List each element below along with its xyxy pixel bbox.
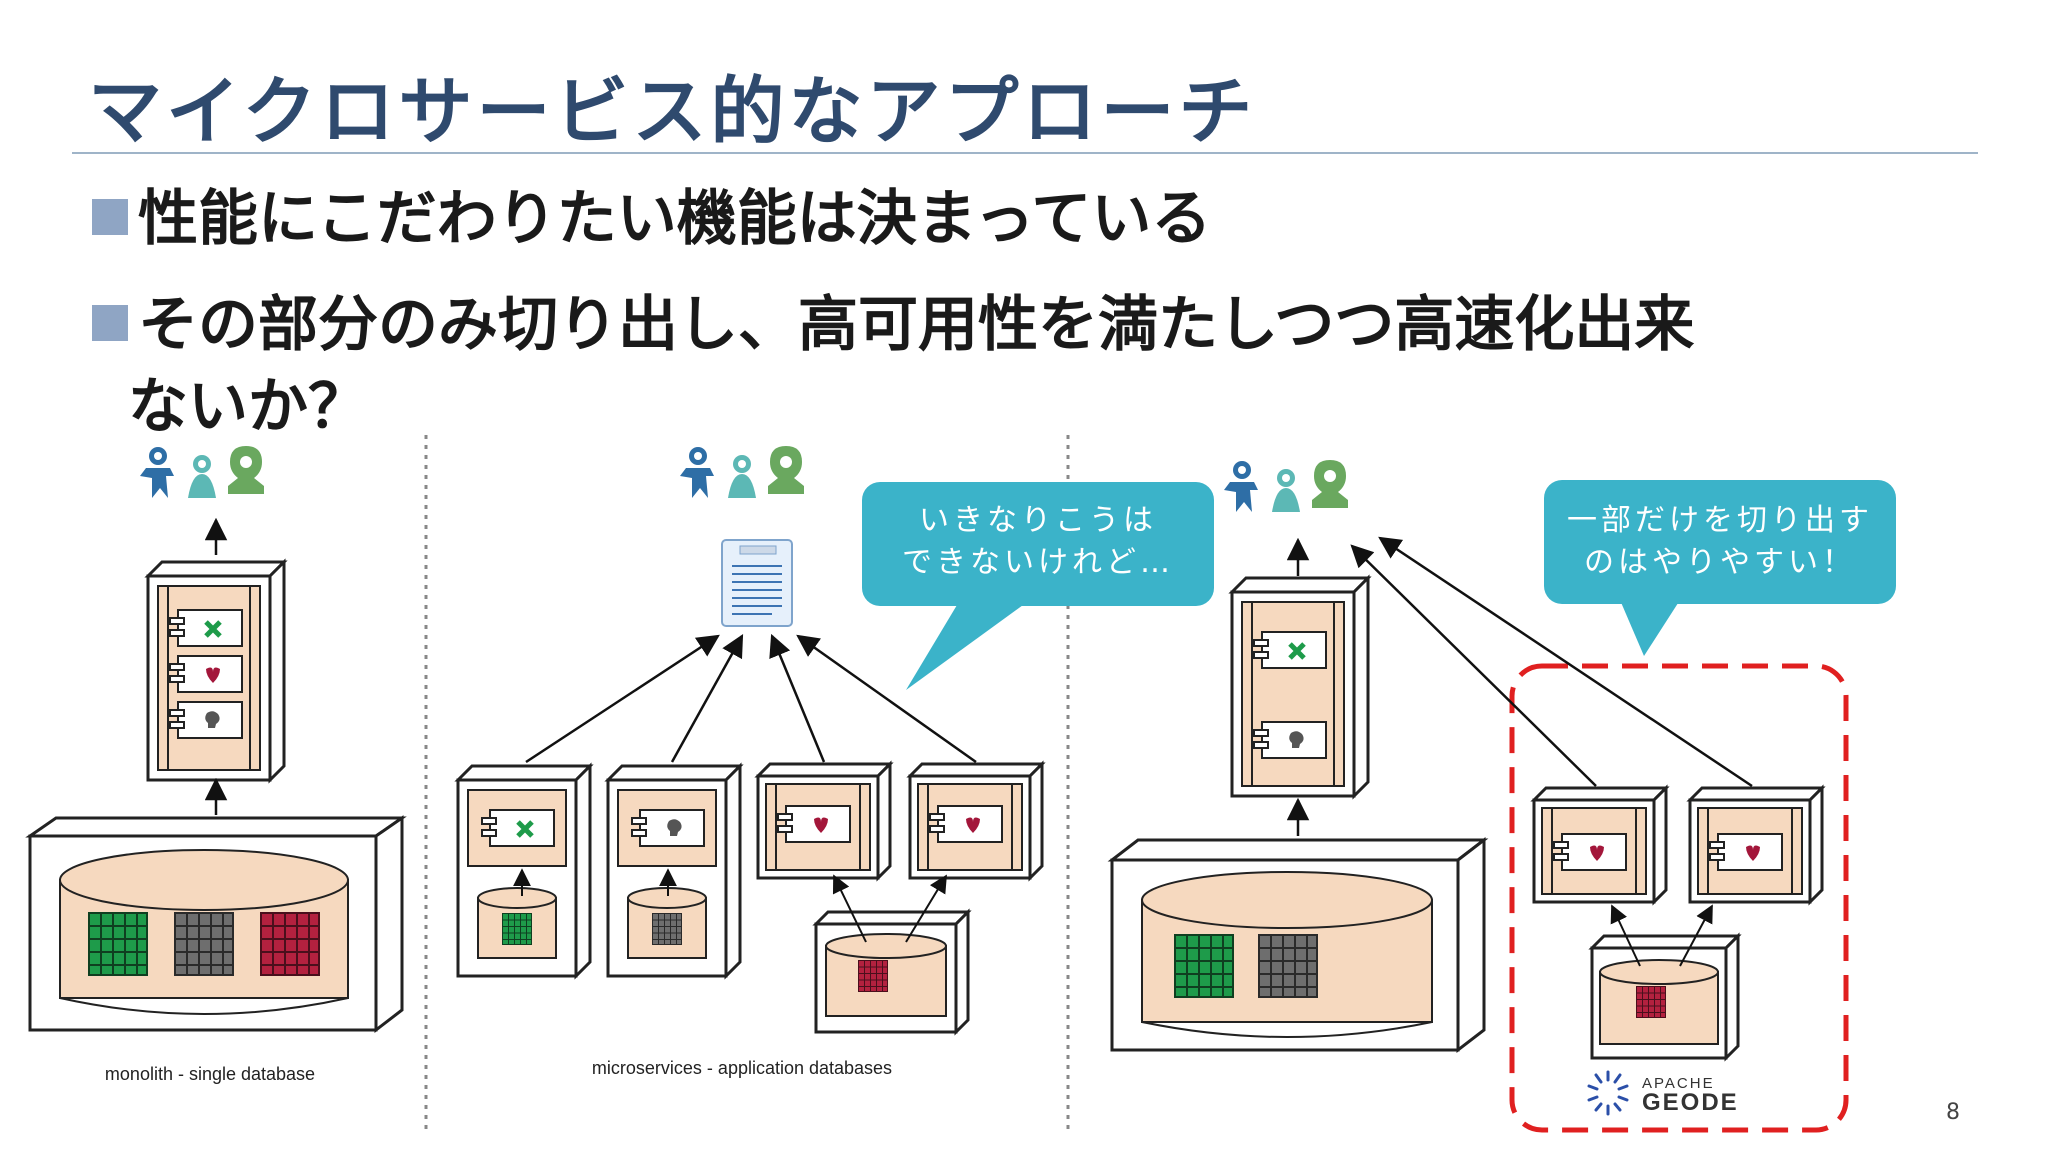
data-grid-icon (174, 912, 234, 976)
callout-left-line2: できないけれど… (902, 545, 1174, 580)
data-grid-icon (858, 960, 888, 992)
component-heart (1553, 833, 1627, 871)
bullet-1-text: 性能にこだわりたい機能は決まっている (138, 184, 1212, 254)
callout-right-line2: のはやりやすい！ (1584, 545, 1856, 580)
bullet-1: 性能にこだわりたい機能は決まっている (92, 170, 1211, 257)
slide-title: マイクロサービス的なアプローチ (88, 69, 1257, 155)
component-heart (777, 805, 851, 843)
bullet-2-continuation: ないか？ (128, 372, 368, 442)
callout-left-line1: いきなりこうは (919, 503, 1157, 538)
component-x (1254, 632, 1326, 668)
page-number: 8 (1946, 1100, 1960, 1125)
architecture-diagram: monolith - single database (25, 435, 1896, 1135)
component-x (170, 610, 242, 646)
microservices-caption: microservices - application databases (592, 1058, 892, 1078)
users-group (680, 446, 804, 498)
component-head (169, 701, 243, 739)
shared-database-box (812, 908, 972, 1036)
component-x (482, 810, 554, 846)
geode-logo-apache: APACHE (1642, 1075, 1715, 1092)
highlight-region (1509, 663, 1849, 1133)
data-grid-icon (652, 913, 682, 945)
document-icon (721, 539, 793, 627)
callout-left: いきなりこうは できないけれど… (862, 482, 1214, 690)
data-grid-icon (1636, 986, 1666, 1018)
bullet-2-text: その部分のみ切り出し、高可用性を満たしつつ高速化出来 (138, 290, 1695, 360)
title-divider (72, 152, 1978, 154)
component-heart (169, 655, 243, 693)
data-grid-icon (1258, 934, 1318, 998)
data-grid-icon (502, 913, 532, 945)
bullet-square-icon (92, 199, 128, 235)
apache-geode-logo: APACHE GEODE (1587, 1070, 1739, 1116)
users-group (1224, 460, 1348, 512)
component-head (1253, 721, 1327, 759)
component-heart (1709, 833, 1783, 871)
users-group (140, 446, 264, 498)
bullet-2: その部分のみ切り出し、高可用性を満たしつつ高速化出来 (92, 276, 1694, 363)
monolith-caption: monolith - single database (105, 1064, 315, 1084)
geode-logo-geode: GEODE (1642, 1089, 1739, 1116)
data-grid-icon (1174, 934, 1234, 998)
component-heart (929, 805, 1003, 843)
callout-right: 一部だけを切り出す のはやりやすい！ (1544, 480, 1896, 656)
callout-right-line1: 一部だけを切り出す (1567, 503, 1873, 538)
data-grid-icon (88, 912, 148, 976)
data-grid-icon (260, 912, 320, 976)
bullet-square-icon (92, 305, 128, 341)
app-box (1230, 576, 1370, 798)
component-head (631, 809, 705, 847)
